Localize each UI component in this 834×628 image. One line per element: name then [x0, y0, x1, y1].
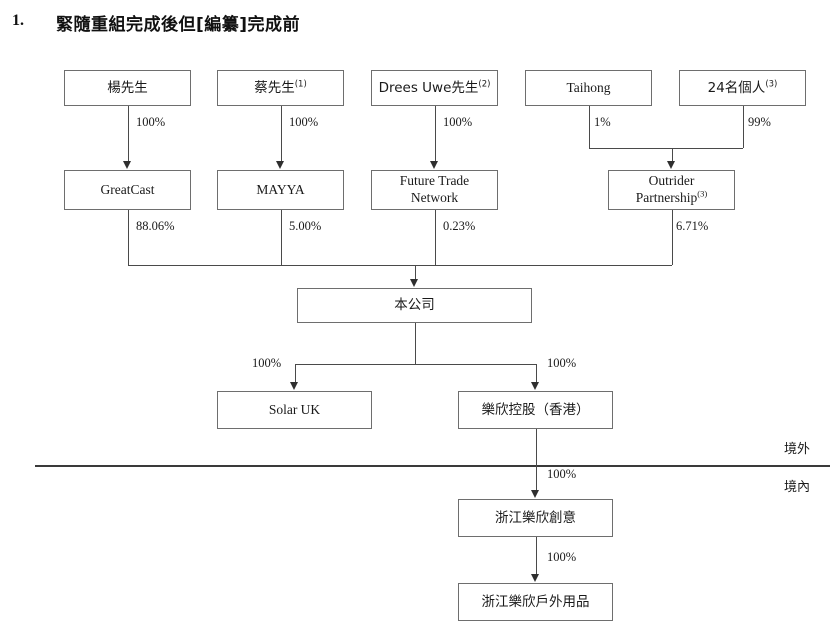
arrowhead-zj-creative-zj-outdoor — [531, 574, 539, 582]
pct-yang-greatcast: 100% — [136, 115, 166, 129]
connector-cai-mayya — [280, 106, 282, 161]
pct-drees-ftn: 100% — [443, 115, 473, 129]
connector-mayya-bus — [280, 210, 282, 265]
pct-lexin_hk-zj_creative: 100% — [547, 467, 577, 481]
arrowhead-drees-ftn — [430, 161, 438, 169]
node-tier4-zj_lexin_outdoor[interactable]: 浙江樂欣戶外用品 — [458, 583, 613, 621]
node-tier2-mayya[interactable]: MAYYA — [217, 170, 344, 210]
pct-persons-outrider: 99% — [748, 115, 771, 129]
arrowhead-split-lexin-hk — [531, 382, 539, 390]
arrowhead-split-solaruk — [290, 382, 298, 390]
connector-taihong-bus — [588, 106, 590, 148]
node-tier3-lexin_hk[interactable]: 樂欣控股（香港） — [458, 391, 613, 429]
pct-greatcast-company: 88.06% — [136, 219, 175, 233]
bus-company — [127, 265, 672, 266]
bus-outrider — [588, 148, 743, 149]
node-tier1-yang[interactable]: 楊先生 — [64, 70, 191, 106]
node-tier3-label: Solar UK — [268, 401, 321, 417]
node-tier3-solaruk[interactable]: Solar UK — [217, 391, 372, 429]
connector-zj-creative-zj-outdoor — [535, 537, 537, 574]
node-tier1-label: 24名個人(3) — [707, 79, 778, 96]
connector-greatcast-bus — [127, 210, 129, 265]
node-tier1-cai[interactable]: 蔡先生(1) — [217, 70, 344, 106]
pct-ftn-company: 0.23% — [443, 219, 476, 233]
page-heading: 1. 緊隨重組完成後但[編纂]完成前 — [0, 8, 834, 42]
node-tier1-label: 蔡先生(1) — [254, 79, 307, 96]
connector-drees-ftn — [434, 106, 436, 161]
node-tier1-label: Drees Uwe先生(2) — [378, 79, 491, 96]
offshore-label: 境外 — [784, 442, 811, 457]
connector-ftn-bus — [434, 210, 436, 265]
node-tier2-greatcast[interactable]: GreatCast — [64, 170, 191, 210]
node-tier2-label: MAYYA — [256, 181, 305, 197]
pct-outrider-company: 6.71% — [676, 219, 709, 233]
connector-outrider-bus — [671, 210, 673, 265]
pct-company-lexin_hk: 100% — [547, 356, 577, 370]
node-tier1-label: Taihong — [566, 79, 611, 95]
arrowhead-lexin-hk-zj-creative — [531, 490, 539, 498]
connector-yang-greatcast — [127, 106, 129, 161]
arrowhead-yang-greatcast — [123, 161, 131, 169]
connector-persons-bus — [742, 106, 744, 148]
node-tier4-label: 浙江樂欣戶外用品 — [481, 593, 590, 610]
node-tier3-label: 樂欣控股（香港） — [481, 401, 590, 418]
arrowhead-cai-mayya — [276, 161, 284, 169]
page-title: 緊隨重組完成後但[編纂]完成前 — [56, 15, 301, 35]
jurisdiction-divider — [35, 465, 830, 467]
connector-lexin-hk-zj-creative — [535, 429, 537, 490]
heading-number: 1. — [12, 12, 24, 29]
node-tier4-label: 浙江樂欣創意 — [495, 509, 576, 526]
node-tier1-drees[interactable]: Drees Uwe先生(2) — [371, 70, 498, 106]
connector-bus-outrider — [671, 148, 673, 161]
node-company-company[interactable]: 本公司 — [297, 288, 532, 323]
node-tier1-label: 楊先生 — [107, 79, 148, 96]
pct-company-solaruk: 100% — [252, 356, 282, 370]
bus-tier3 — [294, 364, 536, 365]
connector-split-lexin-hk — [535, 364, 537, 382]
node-tier1-persons[interactable]: 24名個人(3) — [679, 70, 806, 106]
node-tier1-taihong[interactable]: Taihong — [525, 70, 652, 106]
pct-taihong-outrider: 1% — [594, 115, 611, 129]
pct-cai-mayya: 100% — [289, 115, 319, 129]
connector-company-split — [414, 323, 416, 364]
node-tier2-label: GreatCast — [100, 181, 155, 197]
pct-zj_creative-zj_outdoor: 100% — [547, 550, 577, 564]
pct-mayya-company: 5.00% — [289, 219, 322, 233]
arrowhead-bus-company — [410, 279, 418, 287]
onshore-label: 境內 — [784, 480, 811, 495]
node-tier4-zj_lexin_creative[interactable]: 浙江樂欣創意 — [458, 499, 613, 537]
arrowhead-bus-outrider — [667, 161, 675, 169]
connector-bus-company — [414, 265, 416, 279]
node-company-label: 本公司 — [394, 297, 435, 314]
connector-split-solaruk — [294, 364, 296, 382]
